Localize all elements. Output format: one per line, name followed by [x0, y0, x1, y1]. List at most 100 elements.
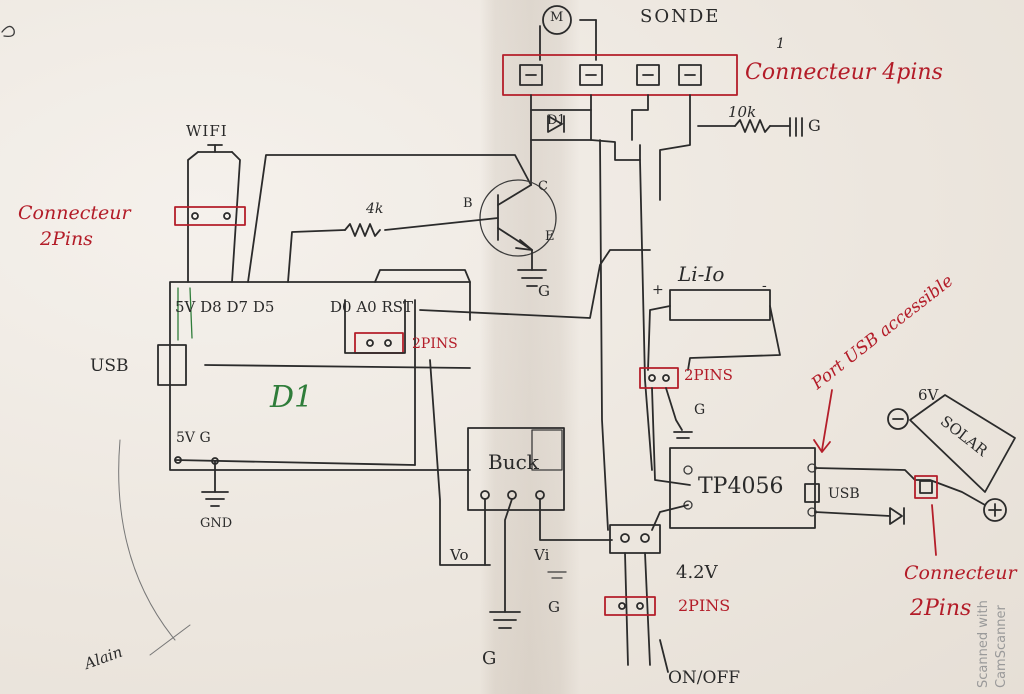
res-4k-to-base [384, 217, 499, 231]
res-10k-label: 10k [728, 103, 757, 121]
wifi-wire-right [231, 151, 241, 283]
buck-label: Buck [488, 450, 539, 474]
connector-solar-pin [919, 480, 933, 494]
tp4056-terminal-1 [683, 465, 693, 475]
switch-terminal-2 [640, 533, 650, 543]
v42-label: 4.2V [676, 562, 718, 583]
tp4056-usb-port [804, 483, 820, 503]
vi-g-label: G [548, 598, 560, 616]
d1-5v-node [174, 456, 182, 464]
onoff-label: ON/OFF [668, 668, 741, 688]
d0-wire [344, 299, 406, 354]
switch-body [609, 524, 661, 554]
probe-bus-wire [590, 139, 641, 161]
wire-d7-to-collector [247, 154, 532, 283]
tp4056-label: TP4056 [698, 474, 784, 499]
wire-d5-to-4k [287, 229, 346, 283]
watermark-line-1: Scanned with [976, 600, 991, 688]
central-bus-right [639, 159, 653, 471]
switch-terminal-1 [620, 533, 630, 543]
solar-diode [889, 507, 905, 525]
battery-minus-label: - [762, 278, 767, 294]
connector-pin-2 [579, 64, 603, 86]
port-usb-arrow-line [821, 389, 833, 451]
transistor-e-label: E [545, 229, 555, 244]
d1-pins-label-2: D0 A0 RST [330, 298, 414, 316]
solar-diode-wire [814, 511, 891, 517]
buck-terminal-1 [480, 490, 490, 500]
connector4-number: 1 [776, 36, 785, 52]
diode-triangle [547, 115, 563, 133]
res-10k-symbol [734, 119, 771, 133]
faint-arc-left [118, 439, 176, 641]
transistor-b-label: B [463, 196, 473, 211]
d0-to-right-wire [419, 249, 651, 319]
gnd-label: GND [200, 516, 233, 531]
d1-usb-port [157, 344, 187, 386]
pins2-d1-label: 2PINS [412, 336, 458, 352]
wifi-label: WIFI [186, 122, 228, 140]
buck-vi-wire [539, 498, 613, 541]
vi-label: Vi [534, 546, 550, 564]
d1-pins-label: 5V D8 D7 D5 [175, 298, 275, 316]
transistor-c-label: C [538, 179, 548, 194]
battery-gnd-wire [665, 387, 683, 431]
power-vg-label: 5V G [176, 430, 211, 446]
transistor-g-label: G [538, 282, 550, 300]
buck-terminal-2 [507, 490, 517, 500]
connector2-right-label-2: 2Pins [910, 596, 972, 621]
motor-label: M [550, 10, 564, 25]
connector2-right-label-1: Connecteur [904, 562, 1017, 584]
connector4-label: Connecteur 4pins [745, 60, 943, 85]
tp4056-box [669, 447, 816, 529]
res-4k-symbol [344, 223, 381, 237]
connector-d1-pin2 [384, 339, 392, 347]
ground-g-label: G [808, 116, 821, 135]
connector-2pins-solar [914, 475, 938, 499]
buck-inner-box [531, 429, 563, 471]
d1-power-rail [174, 459, 416, 466]
connector-pin-3 [636, 64, 660, 86]
connector-2pins-left [174, 206, 246, 226]
solar-panel-outline [909, 394, 1016, 493]
d1-usb-wire [204, 364, 471, 369]
connector-left-pin1 [191, 212, 199, 220]
d1-diode-label: D1 [547, 113, 566, 128]
vo-label: Vo [450, 546, 469, 564]
probe-wire-3 [631, 94, 649, 141]
connector-solar-pointer [931, 504, 937, 556]
buck-g-label: G [482, 648, 497, 669]
connector-pin-4 [678, 64, 702, 86]
d1-board-label: D1 [270, 380, 314, 415]
connector2-left-label-1: Connecteur [18, 202, 131, 224]
switch-wire-3 [659, 639, 669, 673]
transistor-body [479, 179, 557, 257]
corner-scribble [1, 25, 15, 38]
sonde-label: SONDE [640, 6, 721, 27]
connector-d1-pin1 [366, 339, 374, 347]
pins2-battery-label: 2PINS [684, 366, 733, 384]
tp4056-terminal-2 [683, 500, 693, 510]
usb-label: USB [90, 356, 129, 376]
connector2-left-label-2: 2Pins [40, 228, 93, 250]
d1-pin-marks [177, 287, 193, 341]
battery-to-tp4056-wire [651, 387, 691, 486]
transistor-collector [497, 184, 532, 206]
pins2-bottom-label: 2PINS [678, 596, 731, 615]
buck-gnd-wire [504, 498, 513, 613]
usb-right-label: USB [828, 486, 860, 502]
switch-wire-1 [624, 552, 629, 666]
connector-left-pin2 [223, 212, 231, 220]
central-bus-left [599, 139, 609, 531]
motor-symbol [542, 5, 572, 35]
connector-batt-pin2 [662, 374, 670, 382]
li-ion-battery [669, 289, 771, 321]
connector-pin-1 [519, 64, 543, 86]
connector-2pins-switch [604, 596, 656, 616]
solar-wire [814, 467, 986, 506]
solar-voltage-label: 6V [918, 386, 939, 404]
connector-4pins-box [502, 54, 738, 96]
connector-2pins-battery [639, 367, 679, 389]
battery-plus-label: + [652, 282, 664, 298]
